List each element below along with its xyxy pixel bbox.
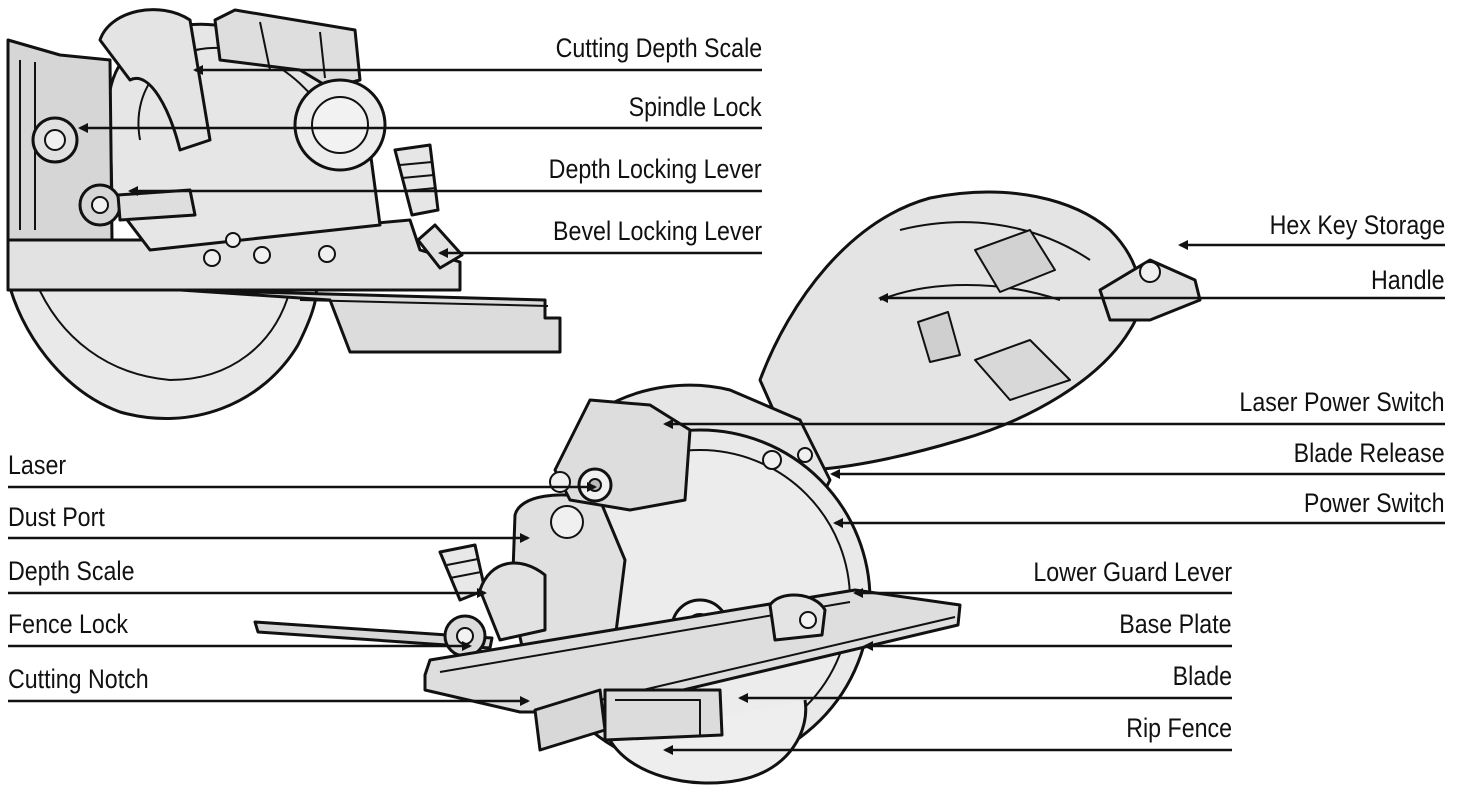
saw-main-illustration [253, 190, 1202, 785]
label-lower-guard-lever: Lower Guard Lever [1033, 557, 1232, 587]
label-depth-locking-lever: Depth Locking Lever [549, 154, 762, 184]
label-power-switch: Power Switch [1304, 488, 1445, 518]
label-rip-fence: Rip Fence [1126, 713, 1232, 743]
label-spindle-lock: Spindle Lock [629, 92, 762, 122]
label-fence-lock: Fence Lock [8, 609, 129, 639]
label-cutting-notch: Cutting Notch [8, 664, 149, 694]
label-blade: Blade [1172, 661, 1232, 691]
detail-inset-illustration [6, 8, 562, 420]
label-laser-power-switch: Laser Power Switch [1239, 387, 1445, 417]
label-bevel-locking-lever: Bevel Locking Lever [552, 216, 762, 246]
label-dust-port: Dust Port [8, 502, 105, 532]
label-cutting-depth-scale: Cutting Depth Scale [555, 33, 762, 63]
leader-lines [8, 65, 1445, 755]
label-handle: Handle [1371, 265, 1445, 295]
label-base-plate: Base Plate [1119, 609, 1232, 639]
label-depth-scale: Depth Scale [8, 556, 135, 586]
label-hex-key-storage: Hex Key Storage [1269, 210, 1445, 240]
label-blade-release: Blade Release [1293, 438, 1445, 468]
label-laser: Laser [8, 450, 67, 480]
